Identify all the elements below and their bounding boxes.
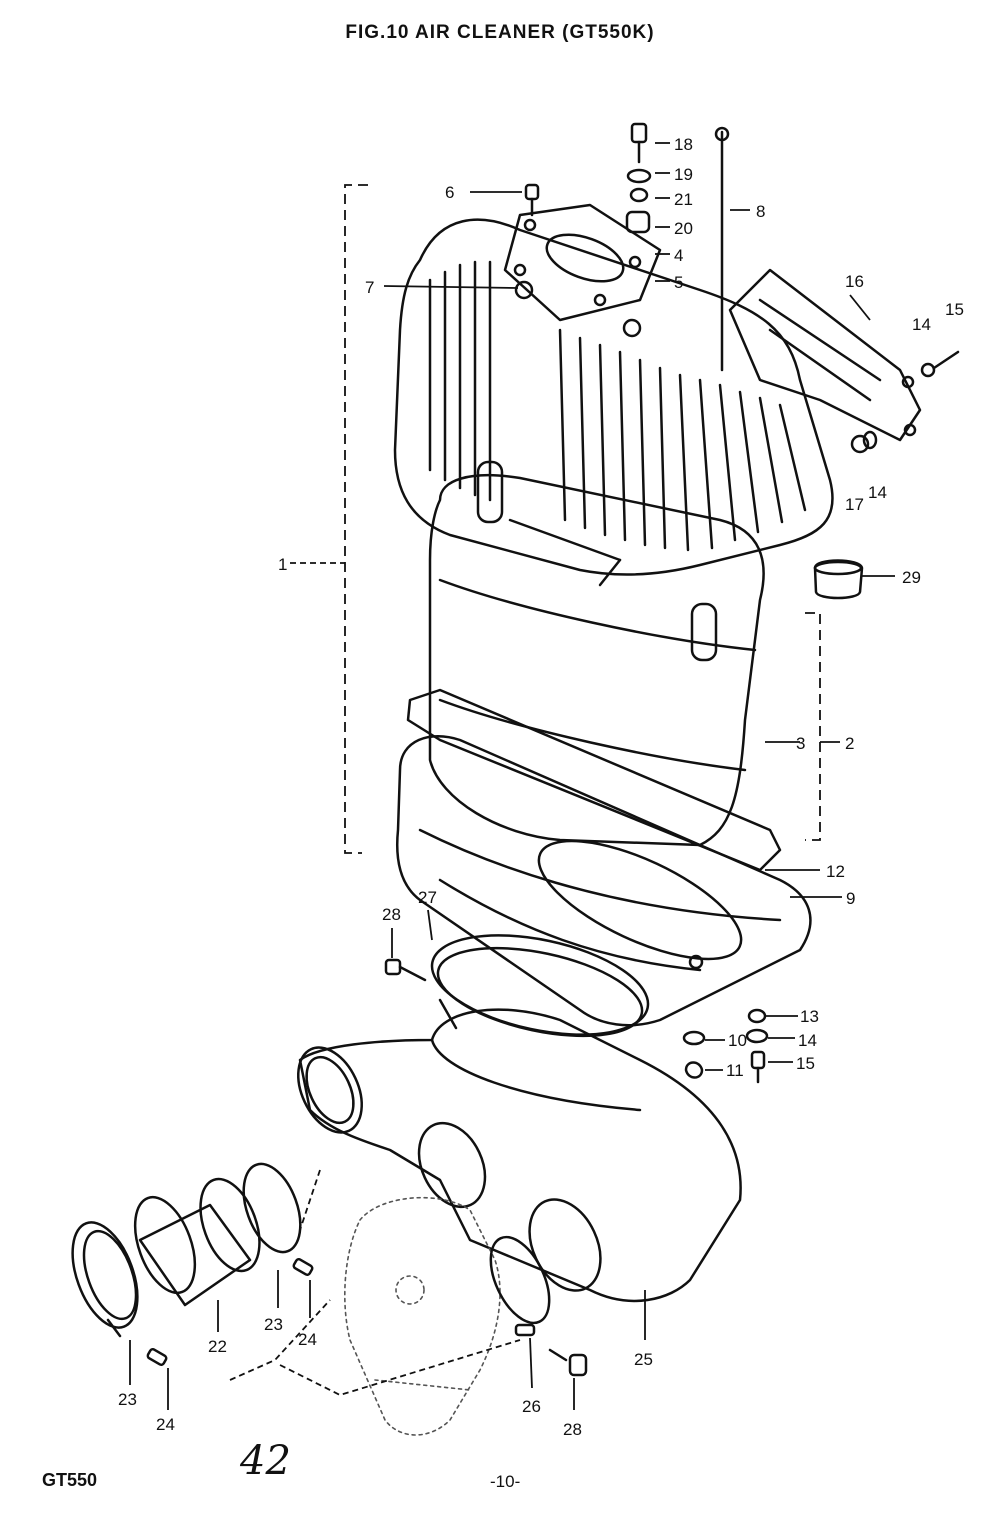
callout-20: 20 [674,219,693,238]
callout-28: 28 [563,1420,582,1439]
callout-6: 6 [445,183,454,202]
callout-12: 12 [826,862,845,881]
callout-14: 14 [868,483,887,502]
callout-1: 1 [278,555,287,574]
figure-title: FIG.10 AIR CLEANER (GT550K) [345,22,655,43]
callout-13: 13 [800,1007,819,1026]
callout-17: 17 [845,495,864,514]
callout-2: 2 [845,734,854,753]
carburetor-joint-left [71,1162,314,1366]
callout-3: 3 [796,734,805,753]
callout-18: 18 [674,135,693,154]
callout-27: 27 [418,888,437,907]
air-cleaner-case [396,735,812,1027]
carburetor-joint-right [489,1235,588,1377]
callout-7: 7 [365,278,374,297]
callout-19: 19 [674,165,693,184]
callout-14: 14 [912,315,931,334]
top-hardware [514,122,730,372]
rubber-bumper [813,559,864,600]
callout-14: 14 [798,1031,817,1050]
callout-21: 21 [674,190,693,209]
callout-26: 26 [522,1397,541,1416]
callout-10: 10 [728,1031,747,1050]
callout-11: 11 [726,1061,744,1080]
callout-29: 29 [902,568,921,587]
intake-manifold-pipe [297,1008,742,1303]
callout-9: 9 [846,889,855,908]
callout-24: 24 [156,1415,175,1434]
callout-25: 25 [634,1350,653,1369]
callout-24: 24 [298,1330,317,1349]
callout-8: 8 [756,202,765,221]
callout-15: 15 [945,300,964,319]
leader-lines [129,142,895,1410]
carburetor-body [344,1196,501,1436]
handwritten-page-note: 42 [240,1438,291,1484]
callout-15: 15 [796,1054,815,1073]
model-code: GT550 [42,1470,98,1490]
air-cleaner-cover [393,218,834,576]
callout-labels: 18 19 21 20 6 8 4 5 7 16 15 14 17 14 1 2… [118,135,964,1439]
upper-hose-clamp [384,934,650,1038]
filter-element [428,460,765,847]
callout-22: 22 [208,1337,227,1356]
page-number: -10- [490,1472,521,1491]
callout-23: 23 [264,1315,283,1334]
top-gasket-plate [503,203,662,322]
callout-23: 23 [118,1390,137,1409]
callout-5: 5 [674,273,683,292]
filter-seal-ring [406,688,782,872]
callout-16: 16 [845,272,864,291]
intake-snorkel [728,268,960,454]
callout-28: 28 [382,905,401,924]
callout-4: 4 [674,246,683,265]
